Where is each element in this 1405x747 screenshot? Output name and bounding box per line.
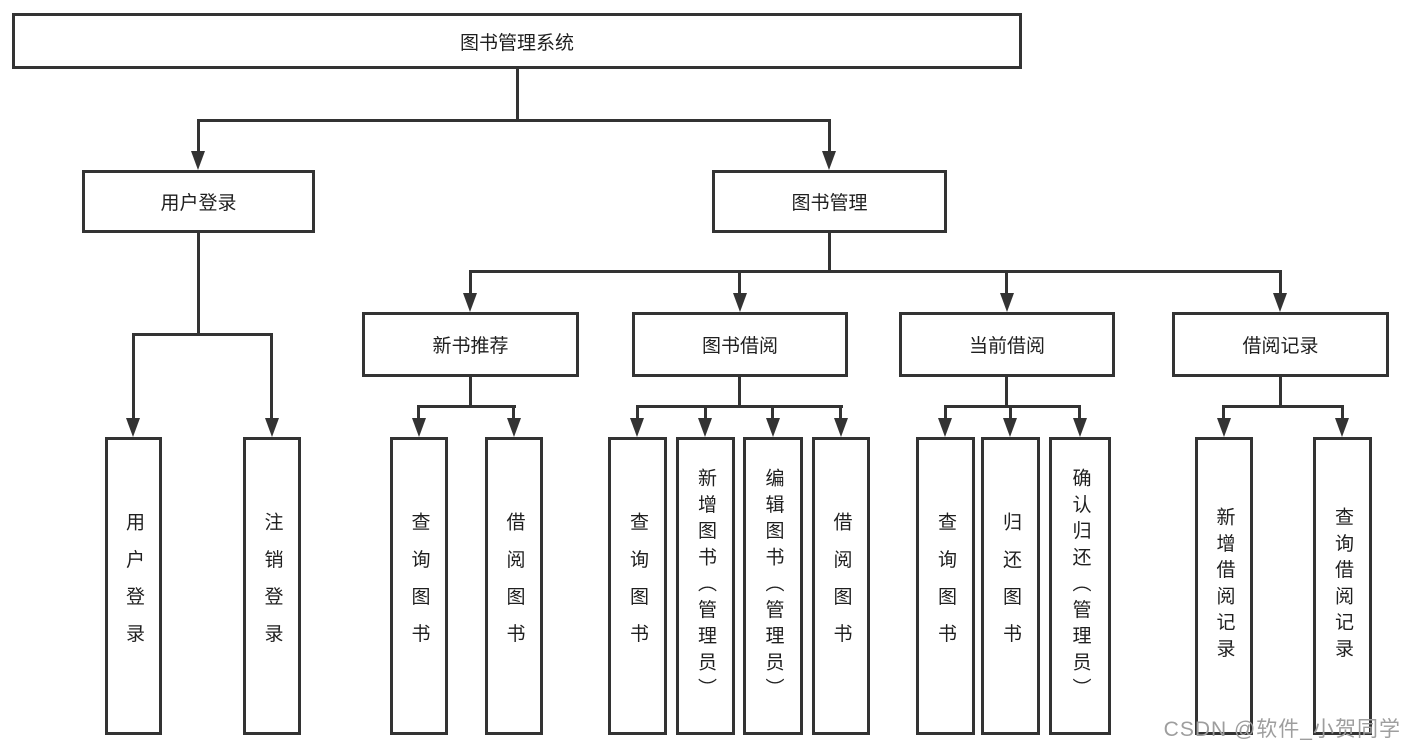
leaf-label: 新增图书（管理员）	[695, 468, 716, 704]
arrowhead-down-icon	[938, 418, 952, 437]
arrowhead-down-icon	[1335, 418, 1349, 437]
leaf-query-borrow-record: 查询借阅记录	[1313, 437, 1372, 735]
leaf-confirm-return-admin: 确认归还（管理员）	[1049, 437, 1111, 735]
connector-line	[828, 119, 831, 152]
connector-line	[1005, 377, 1008, 408]
connector-line	[270, 333, 273, 419]
connector-line	[197, 119, 831, 122]
leaf-label: 新增借阅记录	[1213, 507, 1235, 665]
leaf-logout: 注销登录	[243, 437, 301, 735]
connector-line	[132, 333, 135, 419]
leaf-label: 查询图书	[408, 511, 430, 661]
connector-line	[1279, 377, 1282, 408]
arrowhead-down-icon	[630, 418, 644, 437]
node-label: 图书借阅	[701, 336, 778, 357]
connector-line	[1009, 405, 1012, 420]
leaf-query-book-2: 查询图书	[608, 437, 667, 735]
connector-line	[469, 377, 472, 408]
node-label: 图书管理	[791, 193, 868, 214]
arrowhead-down-icon	[698, 418, 712, 437]
node-label: 当前借阅	[968, 336, 1045, 357]
node-root: 图书管理系统	[12, 13, 1022, 69]
leaf-label: 查询借阅记录	[1332, 507, 1353, 665]
node-root-label: 图书管理系统	[459, 32, 574, 54]
leaf-label: 归还图书	[1000, 511, 1021, 661]
connector-line	[944, 405, 1081, 408]
leaf-label: 编辑图书（管理员）	[762, 468, 784, 704]
connector-line	[1222, 405, 1225, 420]
arrowhead-down-icon	[766, 418, 780, 437]
arrowhead-down-icon	[822, 151, 836, 170]
connector-line	[1222, 405, 1343, 408]
connector-line	[469, 270, 1282, 273]
csdn-watermark: CSDN @软件_小贺同学	[1163, 718, 1401, 741]
leaf-label: 借阅图书	[503, 511, 525, 661]
connector-line	[197, 233, 200, 336]
connector-line	[469, 270, 472, 295]
leaf-user-login: 用户登录	[105, 437, 162, 735]
connector-line	[197, 119, 200, 152]
arrowhead-down-icon	[1217, 418, 1231, 437]
node-label: 借阅记录	[1242, 336, 1319, 357]
connector-line	[417, 405, 516, 408]
connector-line	[738, 270, 741, 295]
arrowhead-down-icon	[834, 418, 848, 437]
leaf-return-book: 归还图书	[981, 437, 1040, 735]
leaf-query-book-1: 查询图书	[390, 437, 448, 735]
arrowhead-down-icon	[412, 418, 426, 437]
connector-line	[1279, 270, 1282, 295]
node-borrow-records: 借阅记录	[1172, 312, 1389, 377]
leaf-borrow-book-2: 借阅图书	[812, 437, 870, 735]
leaf-add-borrow-record: 新增借阅记录	[1195, 437, 1253, 735]
leaf-label: 查询图书	[935, 511, 956, 661]
connector-line	[1005, 270, 1008, 295]
connector-line	[1078, 405, 1081, 420]
connector-line	[704, 405, 707, 420]
node-book-management: 图书管理	[712, 170, 947, 233]
arrowhead-down-icon	[733, 293, 747, 312]
leaf-label: 借阅图书	[830, 511, 852, 661]
arrowhead-down-icon	[1003, 418, 1017, 437]
leaf-edit-book-admin: 编辑图书（管理员）	[743, 437, 803, 735]
arrowhead-down-icon	[1273, 293, 1287, 312]
connector-line	[771, 405, 774, 420]
connector-line	[512, 405, 515, 420]
node-label: 用户登录	[160, 193, 237, 214]
connector-line	[944, 405, 947, 420]
leaf-label: 确认归还（管理员）	[1069, 468, 1091, 704]
node-book-borrow: 图书借阅	[632, 312, 848, 377]
leaf-label: 查询图书	[627, 511, 648, 661]
leaf-query-book-3: 查询图书	[916, 437, 975, 735]
node-label: 新书推荐	[432, 336, 509, 357]
leaf-add-book-admin: 新增图书（管理员）	[676, 437, 735, 735]
arrowhead-down-icon	[126, 418, 140, 437]
node-current-borrow: 当前借阅	[899, 312, 1115, 377]
leaf-label: 用户登录	[123, 511, 144, 661]
connector-line	[516, 69, 519, 120]
connector-line	[132, 333, 273, 336]
connector-line	[636, 405, 843, 408]
arrowhead-down-icon	[1073, 418, 1087, 437]
arrowhead-down-icon	[507, 418, 521, 437]
arrowhead-down-icon	[191, 151, 205, 170]
arrowhead-down-icon	[1000, 293, 1014, 312]
connector-line	[738, 377, 741, 408]
connector-line	[636, 405, 639, 420]
arrowhead-down-icon	[463, 293, 477, 312]
leaf-borrow-book-1: 借阅图书	[485, 437, 543, 735]
node-new-book-recommend: 新书推荐	[362, 312, 579, 377]
connector-line	[828, 233, 831, 273]
leaf-label: 注销登录	[261, 511, 283, 661]
connector-line	[839, 405, 842, 420]
connector-line	[1341, 405, 1344, 420]
arrowhead-down-icon	[265, 418, 279, 437]
connector-line	[417, 405, 420, 420]
node-user-login: 用户登录	[82, 170, 315, 233]
